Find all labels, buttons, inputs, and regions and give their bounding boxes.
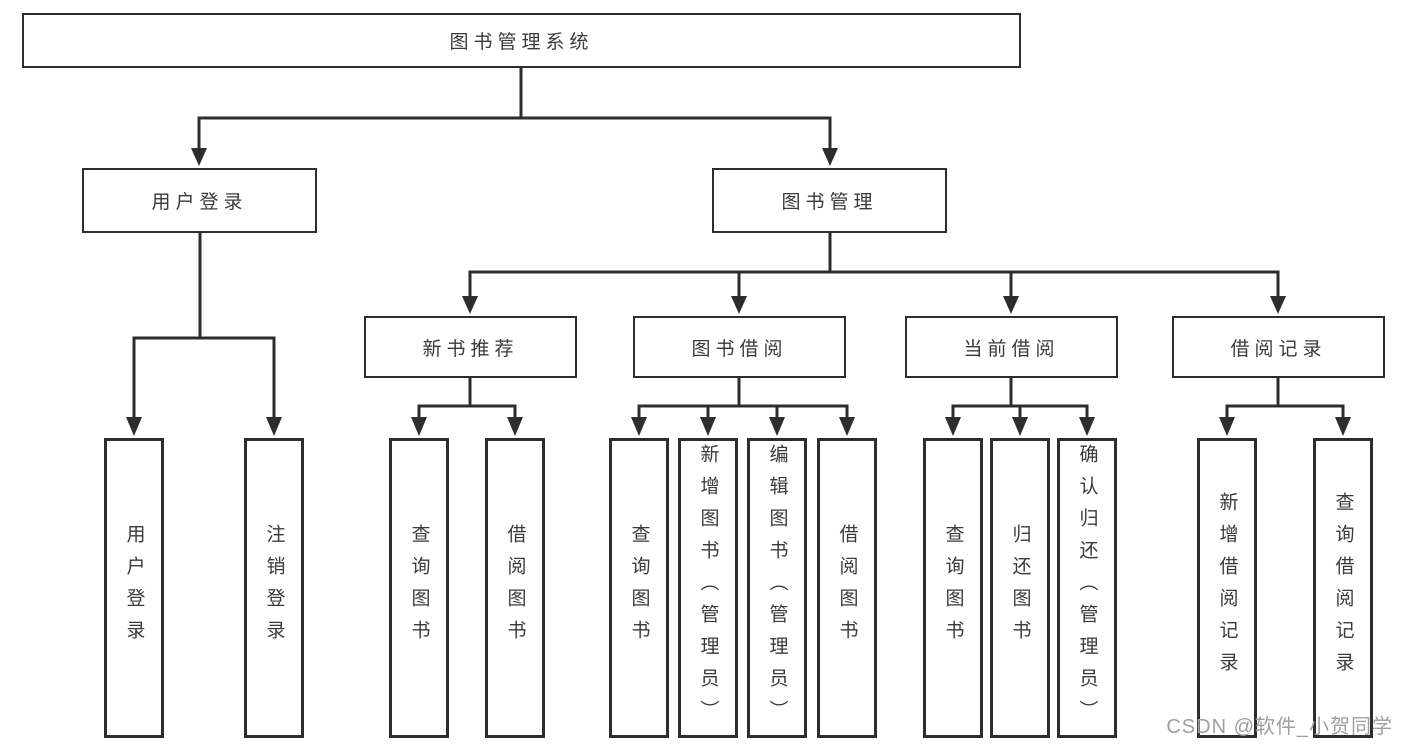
node-borrow-records-label: 借阅记录	[1230, 338, 1327, 360]
leaf-confirm-return-admin-label: 确认归还（管理员）	[1076, 444, 1098, 732]
csdn-watermark: CSDN @软件_小贺同学	[1166, 716, 1393, 738]
leaf-return-book-label: 归还图书	[1009, 524, 1031, 652]
node-current-borrow-label: 当前借阅	[963, 338, 1060, 360]
leaf-query-books-current: 查询图书	[923, 438, 983, 738]
node-user-login: 用户登录	[82, 168, 317, 233]
leaf-query-books-recommend-label: 查询图书	[408, 524, 430, 652]
leaf-add-borrow-record-label: 新增借阅记录	[1216, 492, 1238, 684]
node-book-borrow: 图书借阅	[633, 316, 846, 378]
node-current-borrow: 当前借阅	[905, 316, 1118, 378]
node-book-management-label: 图书管理	[781, 192, 878, 213]
leaf-borrow-books-label: 借阅图书	[836, 524, 858, 652]
leaf-query-books-recommend: 查询图书	[389, 438, 449, 738]
leaf-logout: 注销登录	[244, 438, 304, 738]
leaf-add-borrow-record: 新增借阅记录	[1197, 438, 1257, 738]
leaf-edit-book-admin-label: 编辑图书（管理员）	[766, 444, 788, 732]
node-book-management: 图书管理	[712, 168, 947, 233]
leaf-confirm-return-admin: 确认归还（管理员）	[1057, 438, 1117, 738]
node-new-book-recommend-label: 新书推荐	[422, 338, 519, 360]
node-borrow-records: 借阅记录	[1172, 316, 1385, 378]
leaf-borrow-books-recommend: 借阅图书	[485, 438, 545, 738]
leaf-add-book-admin: 新增图书（管理员）	[678, 438, 738, 738]
leaf-query-books-current-label: 查询图书	[942, 524, 964, 652]
node-user-login-label: 用户登录	[151, 192, 248, 213]
node-root: 图书管理系统	[22, 13, 1021, 68]
leaf-logout-label: 注销登录	[263, 524, 285, 652]
node-book-borrow-label: 图书借阅	[691, 338, 788, 360]
leaf-query-borrow-record-label: 查询借阅记录	[1332, 492, 1354, 684]
leaf-borrow-books: 借阅图书	[817, 438, 877, 738]
arrowheads	[126, 148, 1351, 436]
leaf-user-login: 用户登录	[104, 438, 164, 738]
leaf-query-books-borrow-label: 查询图书	[628, 524, 650, 652]
leaf-query-borrow-record: 查询借阅记录	[1313, 438, 1373, 738]
leaf-query-books-borrow: 查询图书	[609, 438, 669, 738]
leaf-return-book: 归还图书	[990, 438, 1050, 738]
node-root-label: 图书管理系统	[449, 32, 594, 53]
leaf-add-book-admin-label: 新增图书（管理员）	[697, 444, 719, 732]
node-new-book-recommend: 新书推荐	[364, 316, 577, 378]
leaf-borrow-books-recommend-label: 借阅图书	[504, 524, 526, 652]
leaf-edit-book-admin: 编辑图书（管理员）	[747, 438, 807, 738]
leaf-user-login-label: 用户登录	[123, 524, 145, 652]
